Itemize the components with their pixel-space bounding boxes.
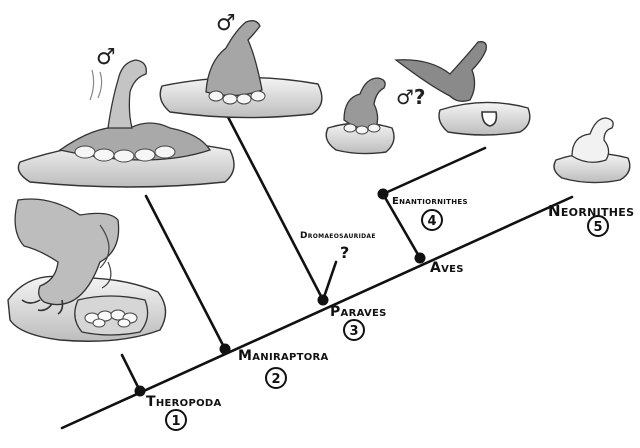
male-symbol-enantiornithine: ♂? [396,85,426,109]
troodontid-nest-illustration [159,20,323,119]
node-paraves [317,294,329,306]
branch-troodontid [226,115,325,302]
male-symbol-oviraptorid: ♂ [96,45,116,70]
number-4: 4 [427,214,436,229]
number-badge-4: 4 [421,209,443,231]
clade-label-enantiornithes: Enantiornithes [392,196,468,207]
branch-theropod-base [120,353,142,393]
theropod-nest-illustration [7,198,167,342]
number-badge-1: 1 [165,409,187,431]
clade-label-theropoda: Theropoda [146,394,222,410]
branch-dromaeosauridae [321,260,338,302]
clade-label-paraves: Paraves [330,304,387,320]
clade-label-aves: Aves [430,260,464,276]
neornithes-nest-illustration [553,117,631,184]
dromaeosauridae-question-mark: ? [340,243,350,262]
number-badge-5: 5 [587,215,609,237]
clade-label-dromaeosauridae: Dromaeosauridae [300,231,376,241]
branch-enantiornithes-upper [381,146,487,196]
main-stem [60,195,574,430]
number-1: 1 [171,414,180,429]
small-bird-nest-illustration [325,77,395,155]
number-badge-3: 3 [343,319,365,341]
branch-oviraptorid [144,194,227,351]
enantiornithine-illustration [394,41,531,136]
oviraptorid-nest-illustration [17,59,235,188]
cladogram-nodes [134,188,426,397]
cladogram-lines [60,115,574,430]
branch-enantiornithes [381,192,422,260]
number-5: 5 [593,220,602,235]
number-badge-2: 2 [265,367,287,389]
number-3: 3 [349,324,358,339]
node-maniraptora [219,343,231,355]
number-2: 2 [271,372,280,387]
clade-label-maniraptora: Maniraptora [238,348,329,364]
node-enantiornithes [377,188,389,200]
node-theropoda [134,385,146,397]
node-aves [414,252,426,264]
clade-label-neornithes: Neornithes [548,202,634,220]
male-symbol-troodontid: ♂ [216,11,236,36]
